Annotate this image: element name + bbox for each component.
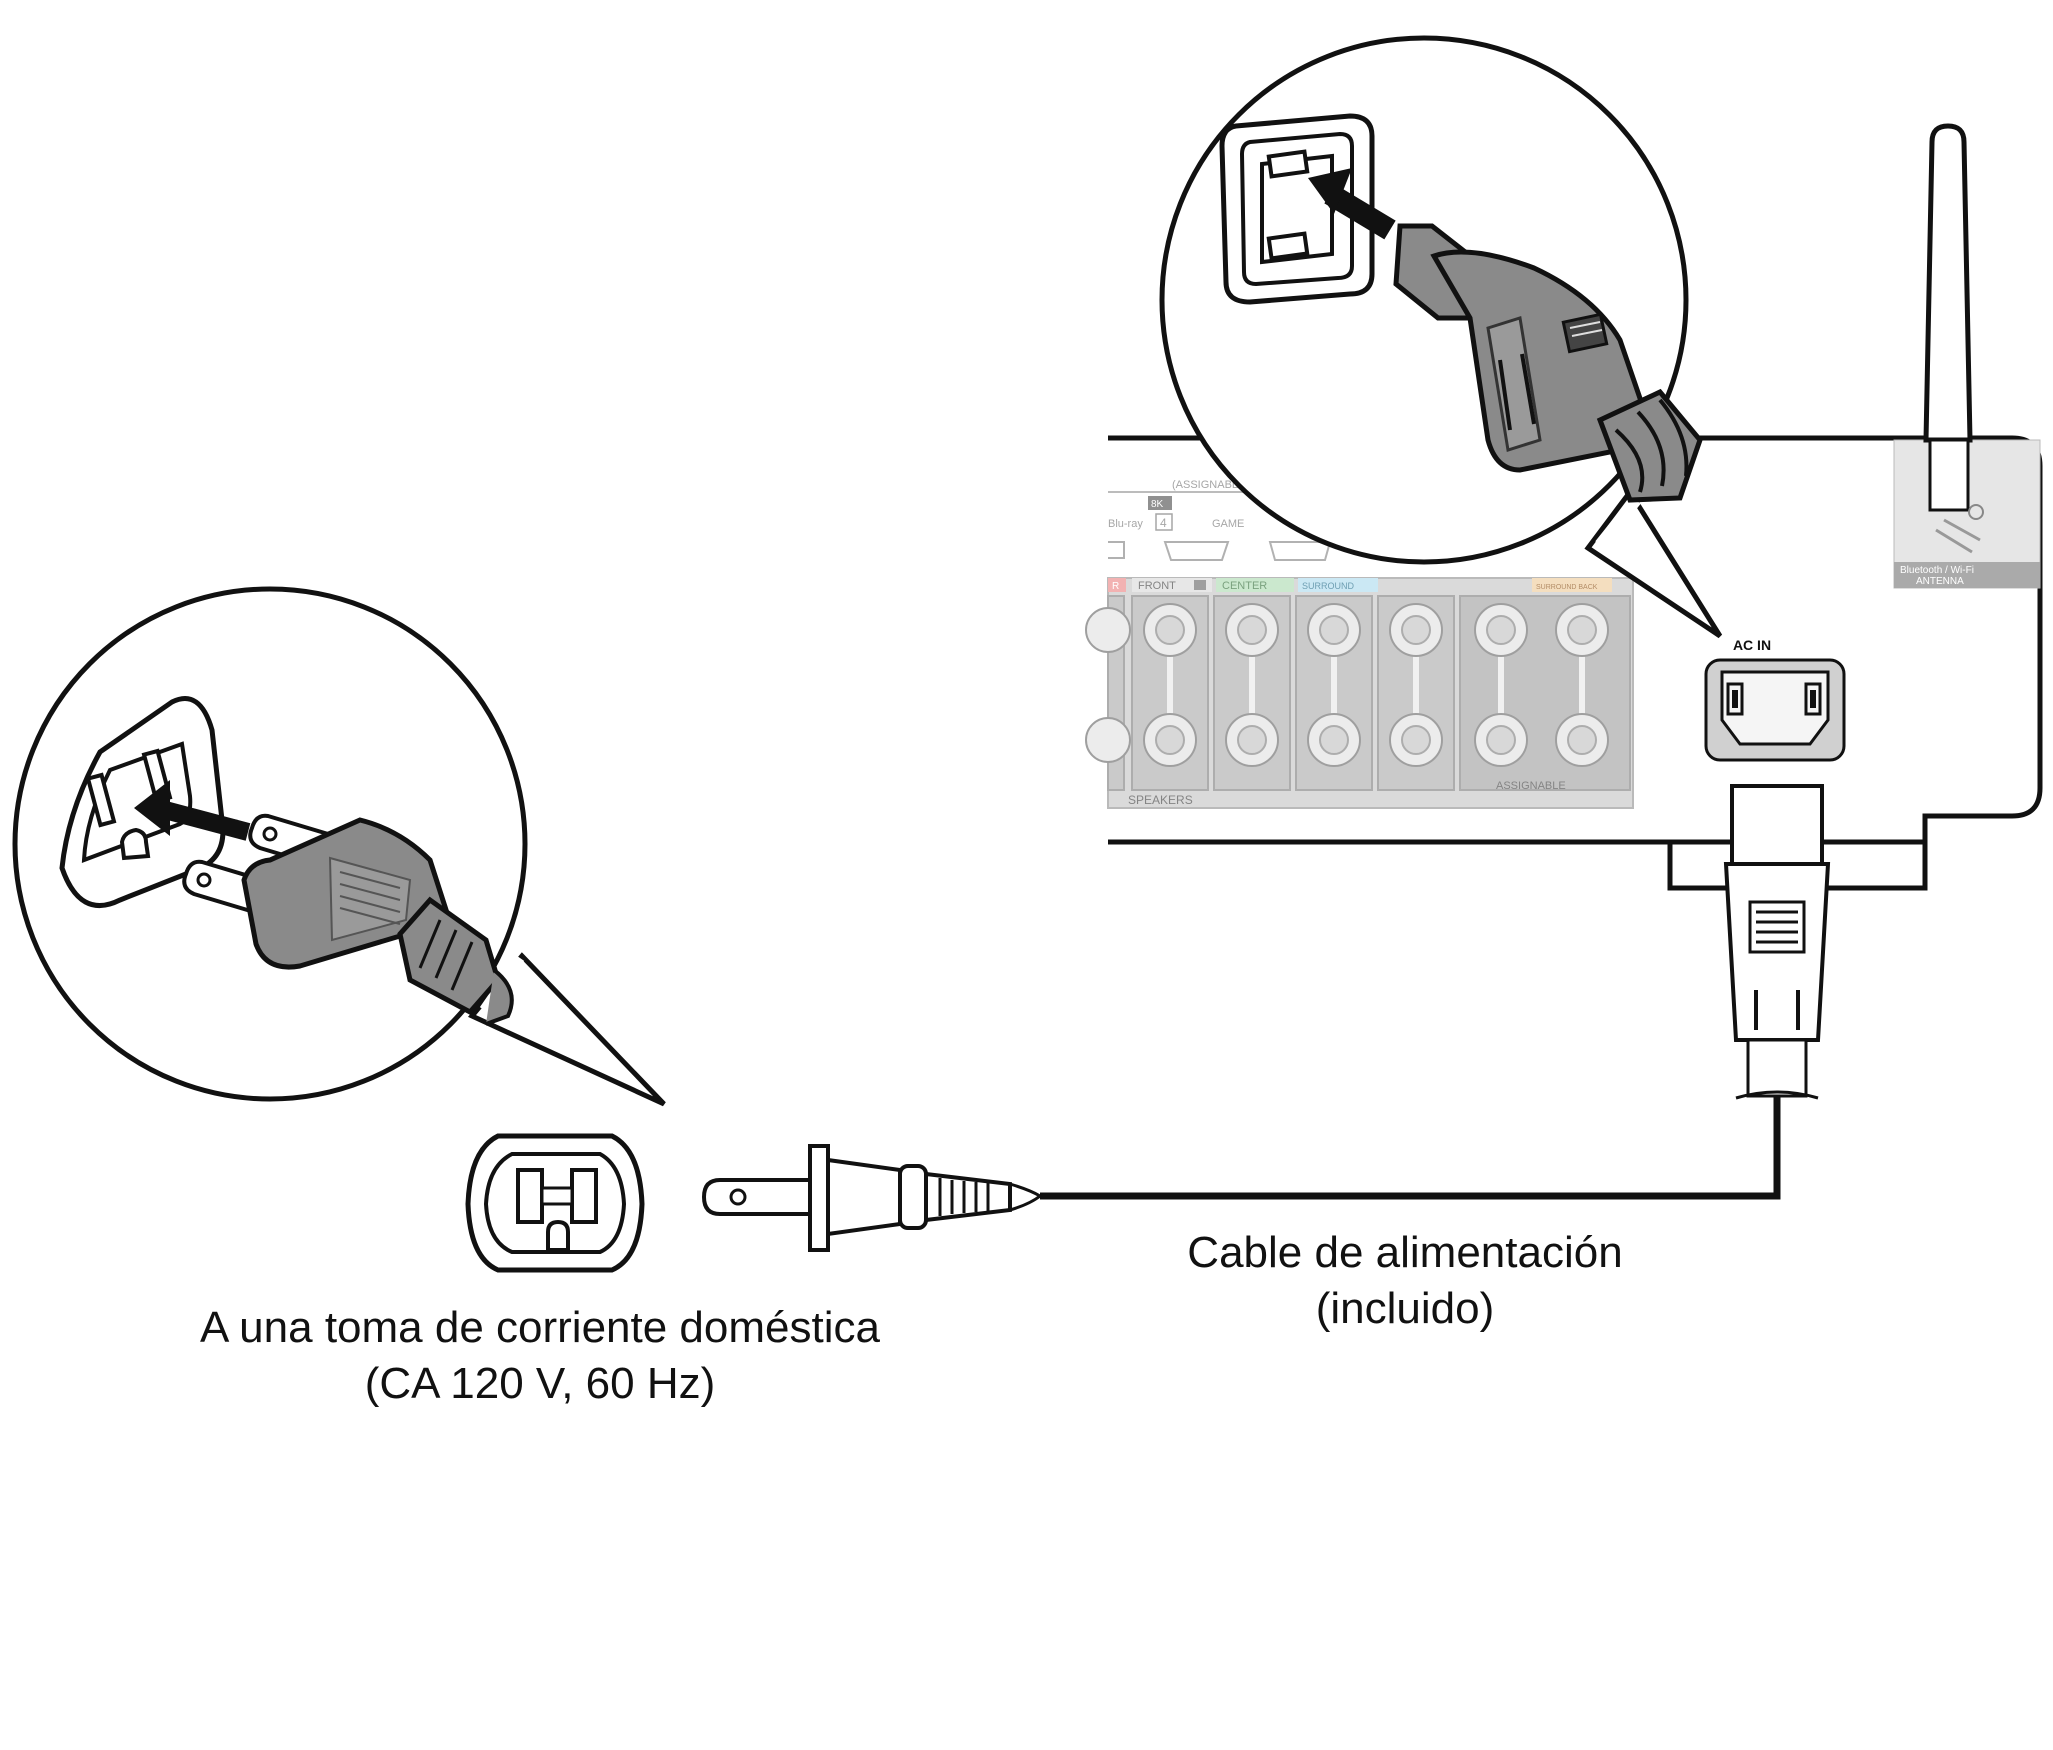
hdmi-8k-badge [1148, 496, 1172, 510]
center-tab [1216, 578, 1294, 592]
front-tab [1132, 578, 1212, 592]
ac-in-socket[interactable] [1720, 670, 1830, 746]
cable-caption-line2: (incluido) [1315, 1284, 1495, 1333]
speakers-label: SPEAKERS [1128, 793, 1193, 807]
l-badge [1194, 580, 1206, 590]
assignable-label: ASSIGNABLE [1496, 780, 1566, 792]
outlet-ground-hole [546, 1219, 570, 1252]
outlet-caption: A una toma de corriente doméstica (CA 12… [130, 1300, 950, 1412]
game-label: GAME [1212, 518, 1244, 530]
outlet-caption-line1: A una toma de corriente doméstica [200, 1303, 880, 1352]
center-label: CENTER [1222, 580, 1267, 592]
antenna: Bluetooth / Wi-Fi ANTENNA [1893, 123, 2041, 589]
power-cable [1040, 1080, 1781, 1200]
wall-outlet [465, 1133, 645, 1273]
receiver-rear-panel: (ASSIGNABLE) 8K 4 Blu-ray GAME R FRONT C… [1085, 123, 2043, 891]
ac-in-inlet: AC IN [1704, 637, 1846, 762]
ac-in-label: AC IN [1733, 637, 1771, 653]
cable-caption-line1: Cable de alimentación [1187, 1228, 1623, 1277]
hdmi-port-icon [1268, 541, 1332, 561]
antenna-rod [1923, 123, 1973, 443]
bluray-label: Blu-ray [1108, 518, 1143, 530]
us-plug [701, 1144, 1043, 1252]
outlet-caption-line2: (CA 120 V, 60 Hz) [364, 1359, 716, 1408]
hdmi-input-number-box [1155, 513, 1173, 531]
hdmi-input-number: 4 [1160, 516, 1167, 530]
outlet-slot [570, 1168, 598, 1224]
outlet-magnifier [12, 586, 666, 1107]
hdmi-8k-label: 8K [1151, 499, 1164, 510]
hdmi-area: (ASSIGNABLE) 8K 4 Blu-ray GAME [1108, 479, 1350, 561]
surround-back-label: SURROUND BACK [1536, 584, 1598, 591]
iec-plug-body [1430, 249, 1648, 473]
surround-label: SURROUND [1302, 581, 1355, 591]
ac-in-magnifier [1159, 35, 1723, 639]
outlet-slot [516, 1168, 544, 1224]
assignable-hdmi-label: (ASSIGNABLE) [1172, 479, 1249, 491]
plug-prong [701, 1178, 812, 1216]
front-label: FRONT [1138, 580, 1176, 592]
insert-arrow-head-icon [134, 780, 170, 836]
iec-connector [1040, 784, 1831, 1200]
surround-tab [1298, 578, 1378, 592]
antenna-label-line1: Bluetooth / Wi-Fi [1900, 565, 1974, 576]
antenna-label-line2: ANTENNA [1916, 576, 1964, 587]
r-badge-label: R [1112, 581, 1119, 592]
hdmi-port-icon [1163, 541, 1230, 561]
speaker-terminal-block: R FRONT CENTER SURROUND SURROUND BACK [1085, 577, 1634, 809]
r-badge [1108, 578, 1126, 592]
hdmi-port-icon [1108, 541, 1125, 559]
insert-arrow-icon [1308, 168, 1352, 214]
cable-caption: Cable de alimentación (incluido) [1080, 1225, 1730, 1337]
surround-back-tab [1532, 578, 1612, 592]
